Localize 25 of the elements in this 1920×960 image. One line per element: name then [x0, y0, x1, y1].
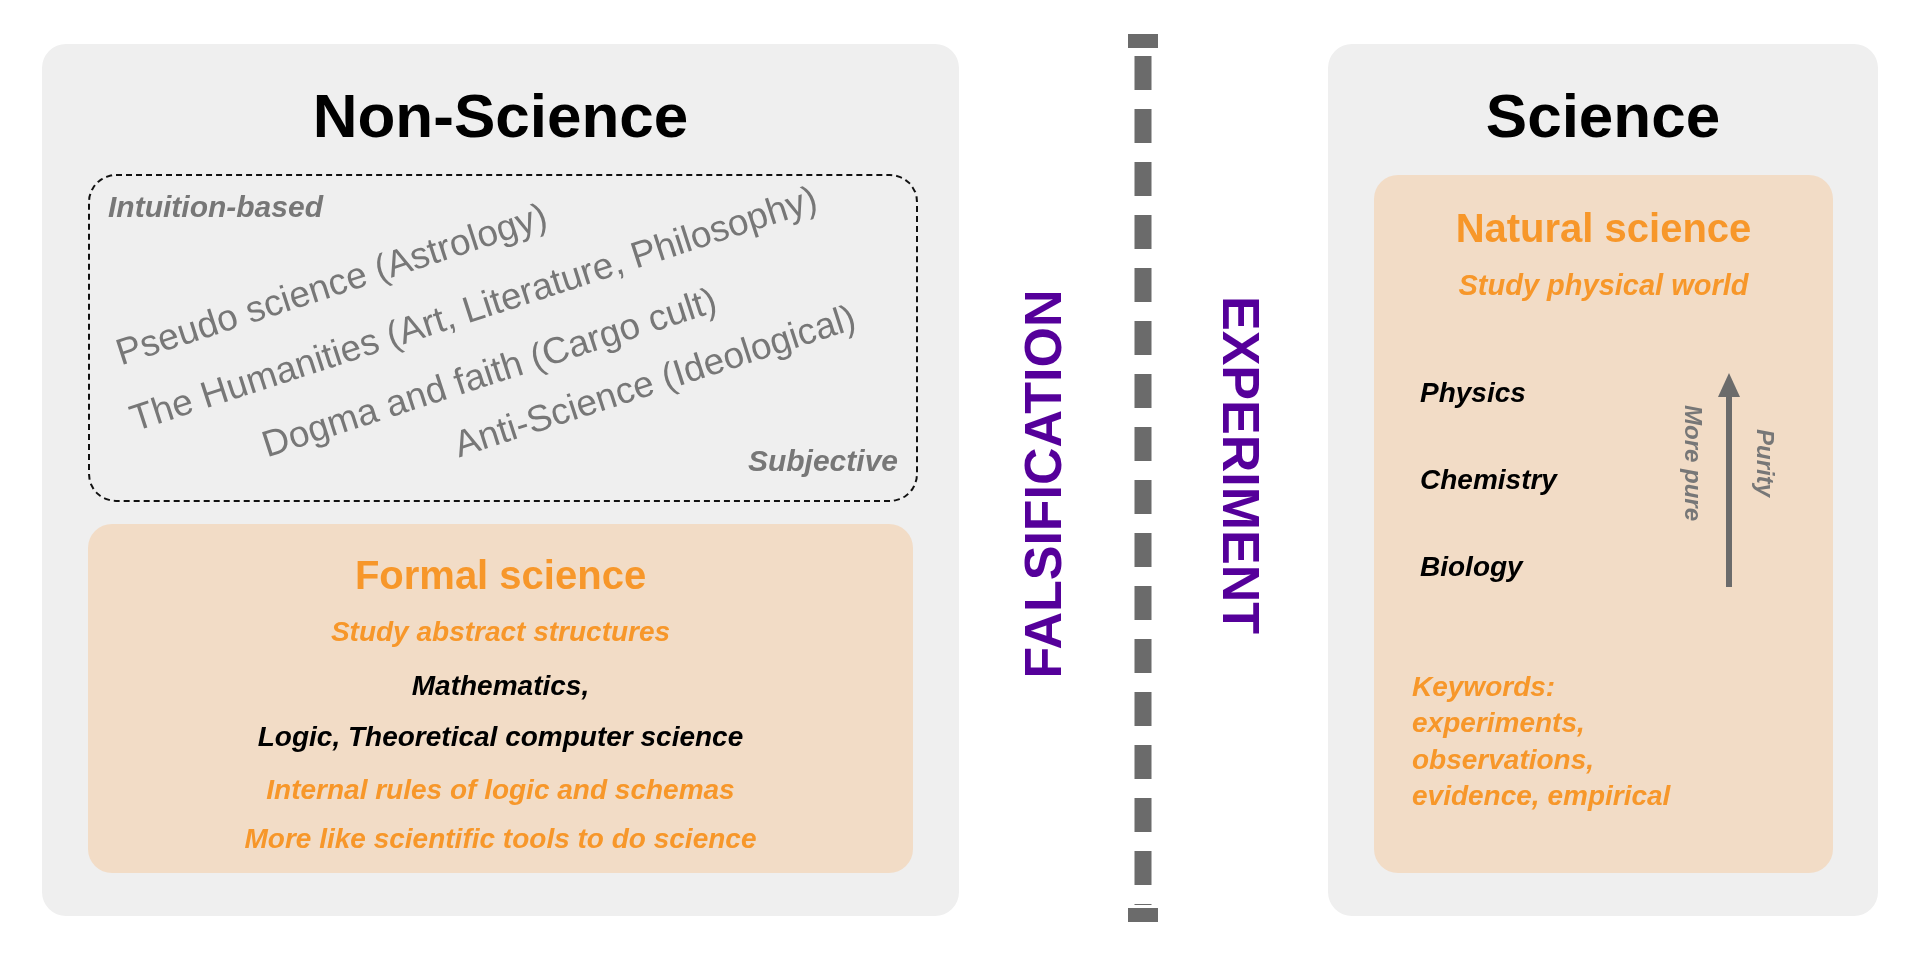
- example-text: Mathematics,: [410, 670, 591, 703]
- note-text: Internal rules of logic and schemas: [265, 774, 736, 807]
- axis-label: Purity: [1751, 429, 1779, 497]
- dashed-group-box: [88, 174, 918, 502]
- panel: [42, 44, 959, 916]
- boundary-label: EXPERIMENT: [1210, 295, 1270, 635]
- category-box: [88, 524, 913, 873]
- category-box: [1374, 175, 1833, 873]
- group-heading: Subjective: [747, 444, 898, 479]
- discipline-text: Physics: [1420, 377, 1526, 410]
- box-title: Formal science: [353, 552, 648, 598]
- discipline-text: Chemistry: [1420, 464, 1557, 497]
- panel-title: Non-Science: [311, 80, 690, 152]
- box-subtitle: Study abstract structures: [329, 616, 672, 649]
- example-text: Logic, Theoretical computer science: [256, 721, 745, 754]
- discipline-text: Biology: [1420, 551, 1523, 584]
- panel: [1328, 44, 1878, 916]
- box-subtitle: Study physical world: [1457, 269, 1750, 303]
- note-text: More like scientific tools to do science: [243, 823, 758, 856]
- panel-title: Science: [1484, 80, 1722, 152]
- group-heading: Intuition-based: [108, 190, 323, 225]
- box-title: Natural science: [1454, 205, 1753, 251]
- axis-label: More pure: [1679, 405, 1707, 521]
- keywords-text: Keywords: experiments, observations, evidence, empirical: [1412, 670, 1672, 814]
- boundary-label: FALSIFICATION: [1014, 289, 1074, 679]
